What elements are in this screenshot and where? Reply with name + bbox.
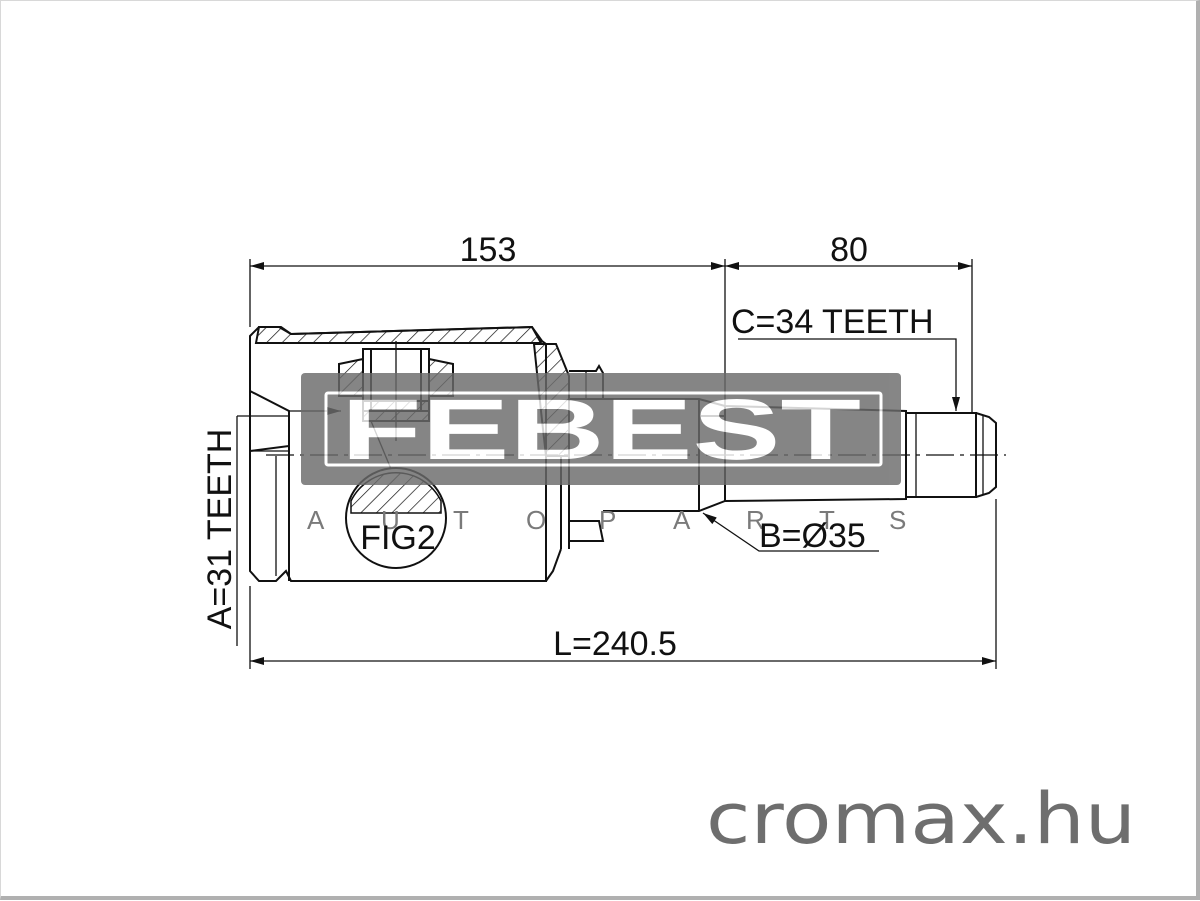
svg-text:A: A (673, 505, 691, 535)
outer-spline-label: C=34 TEETH (731, 303, 934, 341)
site-watermark: cromax.hu (706, 778, 1136, 860)
svg-text:R: R (746, 505, 765, 535)
svg-text:P: P (599, 505, 616, 535)
dimension-80: 80 (830, 231, 868, 269)
shaft-diameter-label: B=Ø35 (759, 517, 866, 555)
total-length-label: L=240.5 (553, 625, 677, 663)
detail-fig2-label: FIG2 (360, 519, 436, 557)
svg-text:T: T (819, 505, 835, 535)
febest-watermark: FEBEST (301, 373, 901, 485)
svg-text:S: S (889, 505, 906, 535)
watermark-brand: FEBEST (341, 382, 861, 478)
svg-text:T: T (453, 505, 469, 535)
inner-spline-label: A=31 TEETH (201, 429, 239, 630)
dimension-153: 153 (460, 231, 517, 269)
watermark-tagline: A U T O P A R T S (307, 505, 906, 535)
svg-text:U: U (381, 505, 400, 535)
svg-text:A: A (307, 505, 325, 535)
svg-text:O: O (526, 505, 546, 535)
